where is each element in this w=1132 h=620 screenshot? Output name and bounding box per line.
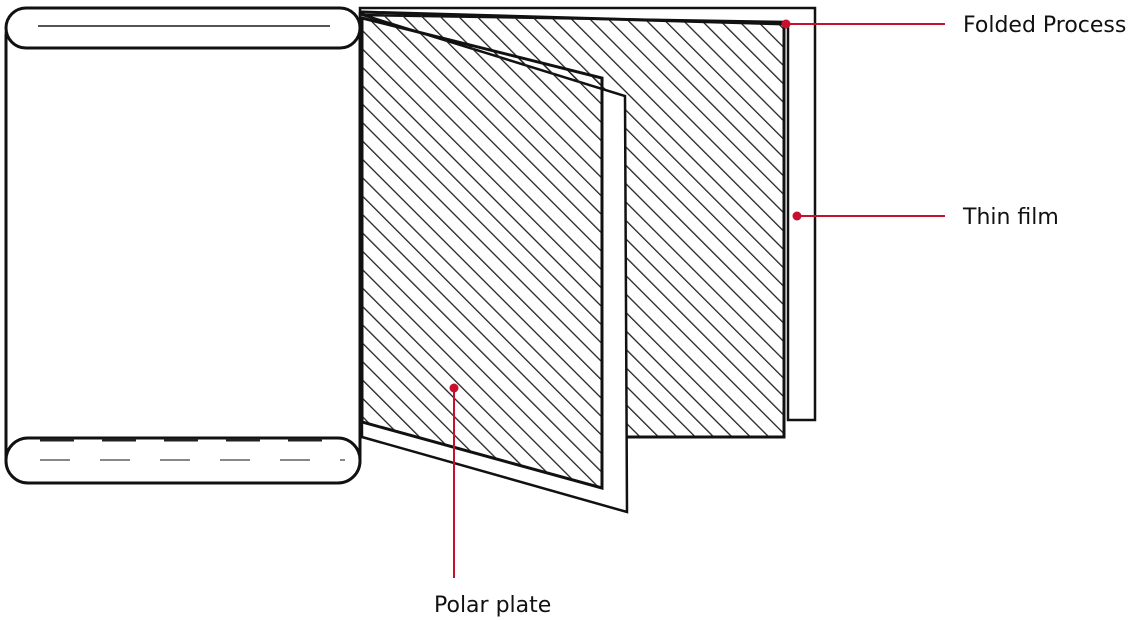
callout-thin-film [792,211,945,221]
film-roll [4,6,362,485]
callout-folded-process-dot [781,19,791,29]
film-roll-body [4,6,362,485]
callout-polar-plate [449,383,459,578]
callout-thin-film-dot [792,211,802,221]
callout-polar-plate-dot [449,383,459,393]
folded-process-label: Folded Process [963,13,1127,38]
callout-folded-process [781,19,945,29]
front-polar-plate [360,16,604,490]
polar-plate-label: Polar plate [434,593,552,618]
thin-film-label: Thin film [963,205,1059,230]
film-roll-top-curl [4,6,362,50]
